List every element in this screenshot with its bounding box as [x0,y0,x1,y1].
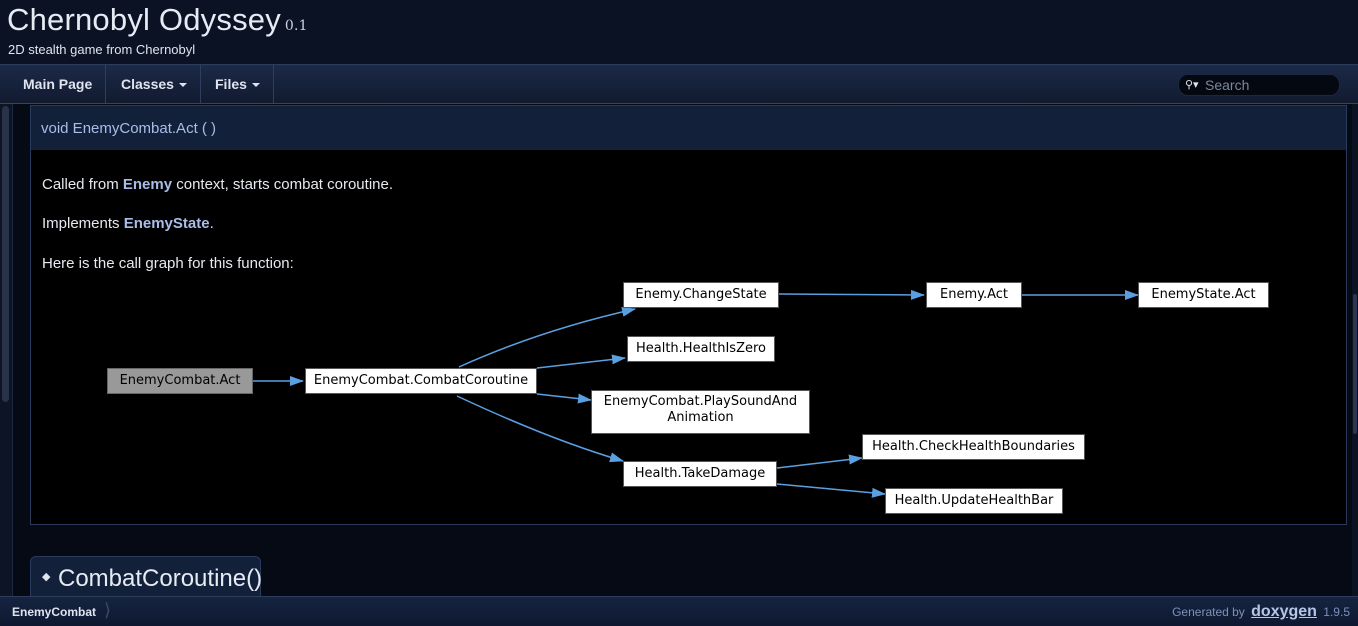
member-signature: void EnemyCombat.Act ( ) [41,120,217,137]
member-doc: Called from Enemy context, starts combat… [30,150,1347,525]
edge-coroutine-playsound [536,393,592,404]
nav-files[interactable]: Files [202,65,274,103]
graph-node-checkbounds[interactable]: Health.CheckHealthBoundaries [862,434,1085,460]
link-enemy[interactable]: Enemy [122,176,173,193]
implements-line: Implements EnemyState. [42,215,214,232]
call-graph: EnemyCombat.Act EnemyCombat.CombatCorout… [31,150,1346,524]
member-heading-combatcoroutine: ◆ CombatCoroutine() [30,556,263,597]
nav-classes[interactable]: Classes [108,65,201,103]
breadcrumb-separator-icon: ⟩ [104,600,112,620]
doxygen-logo[interactable]: doxygen [1251,603,1317,620]
call-graph-intro: Here is the call graph for this function… [42,255,294,272]
project-number: 0.1 [284,18,308,34]
diamond-icon: ◆ [42,571,51,583]
member-prototype: void EnemyCombat.Act ( ) [30,105,1347,150]
graph-node-coroutine[interactable]: EnemyCombat.CombatCoroutine [305,368,537,394]
left-scrollbar-thumb[interactable] [2,106,9,402]
edge-coroutine-changestate [458,306,636,368]
graph-node-enemy-act[interactable]: Enemy.Act [926,282,1022,308]
breadcrumb-enemycombat[interactable]: EnemyCombat [12,605,97,619]
graph-node-updatebar[interactable]: Health.UpdateHealthBar [885,488,1063,514]
project-brief: 2D stealth game from Chernobyl [8,42,196,57]
right-scrollbar-thumb[interactable] [1353,294,1357,434]
graph-node-iszero[interactable]: Health.HealthIsZero [627,336,775,362]
description-line: Called from Enemy context, starts combat… [42,176,393,193]
main-nav: Main Page Classes Files ⚲▾ [0,65,1358,104]
edge-takedamage-updatebar [776,483,886,498]
nav-main-page[interactable]: Main Page [10,65,107,103]
graph-node-root: EnemyCombat.Act [107,368,253,394]
left-scroll-strip [0,104,13,596]
search-icon[interactable]: ⚲▾ [1185,79,1199,91]
edge-coroutine-takedamage [456,395,624,463]
caret-down-icon [178,83,187,88]
link-enemystate[interactable]: EnemyState [123,215,210,232]
edge-changestate-enemyact [778,289,925,300]
edge-coroutine-iszero [536,354,626,369]
edge-takedamage-checkbounds [776,454,863,469]
search-box: ⚲▾ [1178,74,1340,96]
graph-node-takedamage[interactable]: Health.TakeDamage [623,461,777,487]
search-input[interactable] [1205,76,1331,94]
footer-nav: EnemyCombat ⟩ Generated by doxygen 1.9.5 [0,596,1358,626]
right-scrollbar[interactable] [1352,104,1358,596]
graph-node-changestate[interactable]: Enemy.ChangeState [623,282,779,308]
call-graph-edges [253,289,1139,498]
caret-down-icon [251,83,260,88]
graph-node-state-act[interactable]: EnemyState.Act [1138,282,1269,308]
generated-by: Generated by doxygen 1.9.5 [1172,603,1350,620]
section-title[interactable]: CombatCoroutine() [58,565,263,592]
doxygen-version: 1.9.5 [1323,605,1350,619]
